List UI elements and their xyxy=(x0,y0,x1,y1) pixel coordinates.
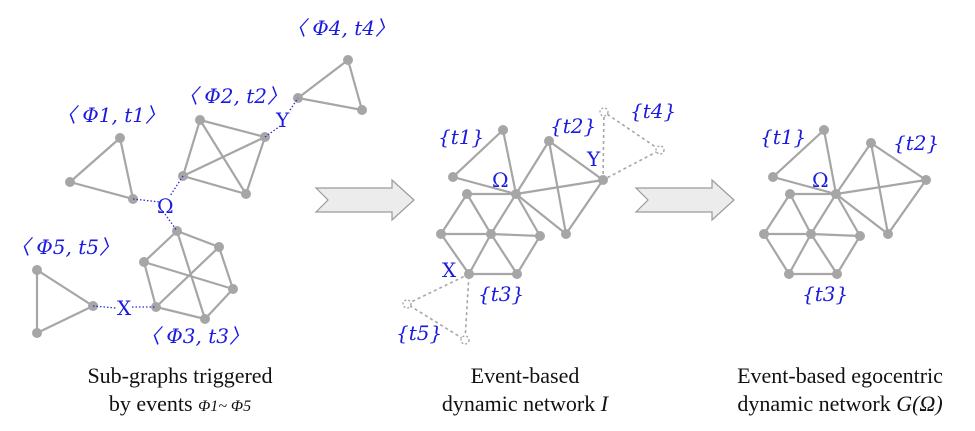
label-y: Y xyxy=(586,147,601,171)
label-t4: {t4} xyxy=(630,99,676,123)
caption-line1: Sub-graphs triggered xyxy=(87,363,273,388)
caption-dynamic-network-text: dynamic network xyxy=(737,391,891,416)
label-phi5: 〈 Φ5, t5〉 xyxy=(10,235,119,259)
caption-subgraphs: Sub-graphs triggered by events Φ1~ Φ5 xyxy=(40,362,320,421)
caption-by-events: by events xyxy=(108,391,193,416)
caption-line2: by events Φ1~ Φ5 xyxy=(40,390,320,421)
label-t3: {t3} xyxy=(802,282,848,306)
caption-line2: dynamic network G(Ω) xyxy=(705,390,975,418)
label-y: Y xyxy=(275,108,290,132)
label-t5: {t5} xyxy=(396,321,442,345)
caption-line2: dynamic network I xyxy=(410,390,640,418)
caption-line1: Event-based egocentric xyxy=(737,363,943,388)
label-omega: Ω xyxy=(492,168,509,192)
label-t3: {t3} xyxy=(478,282,524,306)
label-phi4: 〈 Φ4, t4〉 xyxy=(286,16,395,40)
subgraph-phi3 xyxy=(139,226,238,324)
label-t1: {t1} xyxy=(438,125,484,149)
panel-egocentric-network: {t1} {t2} {t3} Ω xyxy=(759,125,939,306)
label-omega: Ω xyxy=(157,194,174,218)
caption-dynamic-network-text: dynamic network xyxy=(441,391,596,416)
label-phi3: 〈 Φ3, t3〉 xyxy=(140,324,249,348)
caption-dynamic-network: Event-based dynamic network I xyxy=(410,362,640,418)
subgraph-phi2 xyxy=(178,115,270,199)
panel-subgraphs: 〈 Φ4, t4〉 〈 Φ2, t2〉 〈 Φ1, t1〉 〈 Φ5, t5〉 … xyxy=(10,16,395,348)
caption-var: G(Ω) xyxy=(896,391,943,416)
caption-events: Φ1~ Φ5 xyxy=(198,398,252,415)
label-omega: Ω xyxy=(812,168,829,192)
label-t2: {t2} xyxy=(550,114,596,138)
panel-dynamic-network: {t1} {t2} {t4} {t3} {t5} Ω Y X xyxy=(396,99,676,345)
arrow-2 xyxy=(634,178,735,222)
caption-line1: Event-based xyxy=(470,363,580,388)
label-x: X xyxy=(117,296,132,320)
label-phi2: 〈 Φ2, t2〉 xyxy=(178,84,287,108)
label-phi1: 〈 Φ1, t1〉 xyxy=(56,103,165,127)
caption-var: I xyxy=(600,391,609,416)
label-t1: {t1} xyxy=(760,125,806,149)
subgraph-phi5 xyxy=(32,265,98,338)
subgraph-phi1 xyxy=(65,133,138,204)
shared-node-links xyxy=(92,97,299,309)
arrow-1 xyxy=(314,178,415,222)
label-x: X xyxy=(442,258,457,282)
subgraph-phi4 xyxy=(293,55,367,115)
caption-egocentric-network: Event-based egocentric dynamic network G… xyxy=(705,362,975,418)
label-t2: {t2} xyxy=(893,131,939,155)
